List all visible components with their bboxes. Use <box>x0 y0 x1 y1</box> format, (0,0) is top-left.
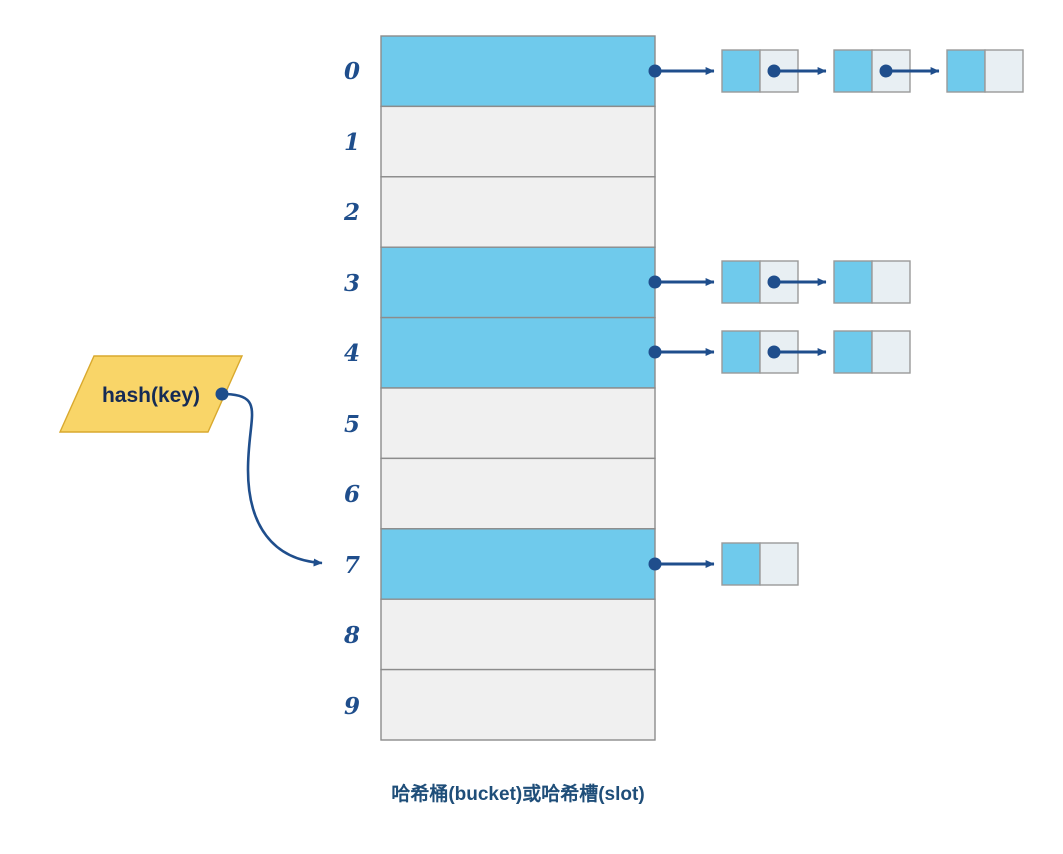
node-key-cell <box>721 49 761 93</box>
bucket-index-9: 9 <box>344 693 360 720</box>
bucket-cell-4[interactable] <box>380 316 656 389</box>
node-key-cell <box>833 330 873 374</box>
node-key-cell <box>721 330 761 374</box>
hash-function-label: hash(key) <box>102 384 200 407</box>
list-node[interactable] <box>833 330 911 374</box>
bucket-index-6: 6 <box>344 481 360 508</box>
bucket-cell-3[interactable] <box>380 246 656 319</box>
chain-bucket-4 <box>648 330 911 374</box>
hash-output-dot <box>215 387 229 401</box>
chain-bucket-7 <box>648 542 799 586</box>
parallelogram-shape <box>58 355 244 433</box>
node-key-cell <box>721 542 761 586</box>
node-pointer-cell <box>984 49 1024 93</box>
bucket-cell-7[interactable] <box>380 528 656 600</box>
node-pointer-cell <box>871 260 911 304</box>
node-pointer-cell <box>871 330 911 374</box>
bucket-index-0: 0 <box>344 58 360 85</box>
bucket-cell-0[interactable] <box>380 35 656 108</box>
chain-bucket-3 <box>648 260 911 304</box>
node-key-cell <box>946 49 986 93</box>
list-node[interactable] <box>721 542 799 586</box>
hash-curve-path <box>225 392 323 567</box>
bucket-index-5: 5 <box>344 411 360 438</box>
bucket-index-8: 8 <box>343 622 360 649</box>
bucket-cell-2[interactable] <box>380 176 656 248</box>
bucket-cell-9[interactable] <box>380 668 656 741</box>
node-key-cell <box>833 260 873 304</box>
bucket-cell-5[interactable] <box>380 387 656 460</box>
node-key-cell <box>721 260 761 304</box>
bucket-cell-8[interactable] <box>380 598 656 671</box>
chain-bucket-0 <box>648 49 1024 93</box>
hash-to-bucket-arrow <box>215 387 323 567</box>
bucket-cell-1[interactable] <box>380 105 656 178</box>
bucket-index-2: 2 <box>343 199 360 226</box>
node-key-cell <box>833 49 873 93</box>
list-node[interactable] <box>946 49 1024 93</box>
bucket-index-4: 4 <box>344 340 360 367</box>
diagram-caption: 哈希桶(bucket)或哈希槽(slot) <box>391 782 644 805</box>
node-pointer-cell <box>759 542 799 586</box>
hash-function-shape[interactable]: hash(key) <box>58 355 244 433</box>
bucket-index-7: 7 <box>344 552 360 579</box>
bucket-index-1: 1 <box>344 129 360 156</box>
bucket-table <box>380 35 656 741</box>
bucket-index-3: 3 <box>344 270 360 297</box>
bucket-index-labels: 0 1 2 3 4 5 6 7 8 9 <box>343 58 360 720</box>
list-node[interactable] <box>833 260 911 304</box>
bucket-cell-6[interactable] <box>380 457 656 530</box>
